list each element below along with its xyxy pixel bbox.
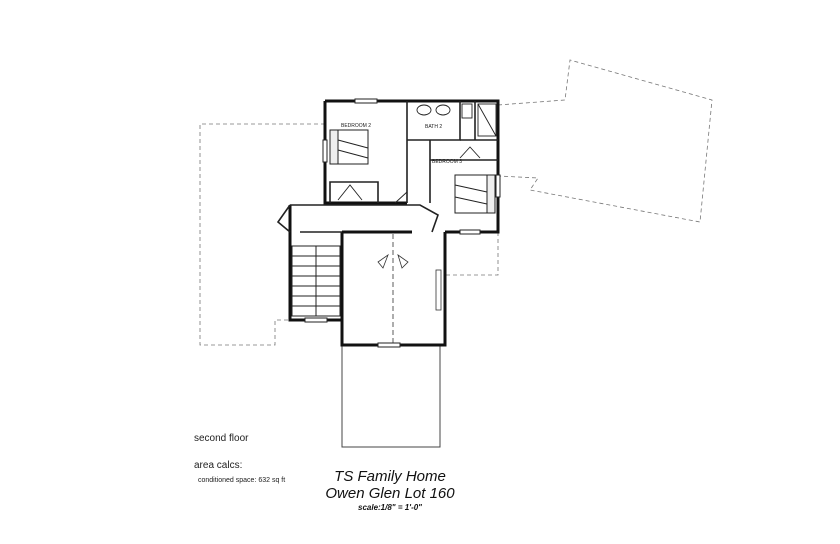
bedroom-2-label: BEDROOM 2 <box>341 123 371 129</box>
bath-2-label: BATH 2 <box>425 124 442 130</box>
floor-label: second floor <box>194 433 249 444</box>
windows <box>304 98 501 348</box>
title-block: TS Family Home Owen Glen Lot 160 scale:1… <box>300 468 480 514</box>
conditioned-space-note: conditioned space: 632 sq ft <box>198 477 286 484</box>
stairs <box>291 245 341 317</box>
beds <box>329 129 496 214</box>
first-floor-outline <box>199 59 713 346</box>
project-title: TS Family Home <box>334 468 446 485</box>
bath-fixtures <box>416 103 497 137</box>
garage-lines <box>341 345 441 448</box>
closet-doors <box>337 146 481 204</box>
exterior-walls <box>288 99 500 347</box>
project-lot: Owen Glen Lot 160 <box>325 485 455 502</box>
scale-note: scale:1/8" = 1'-0" <box>358 503 422 512</box>
interior-walls <box>276 101 498 233</box>
area-calcs-heading: area calcs: <box>194 460 243 471</box>
bonus-room-details <box>377 234 442 343</box>
bedroom-3-label: BEDROOM 3 <box>432 159 462 165</box>
